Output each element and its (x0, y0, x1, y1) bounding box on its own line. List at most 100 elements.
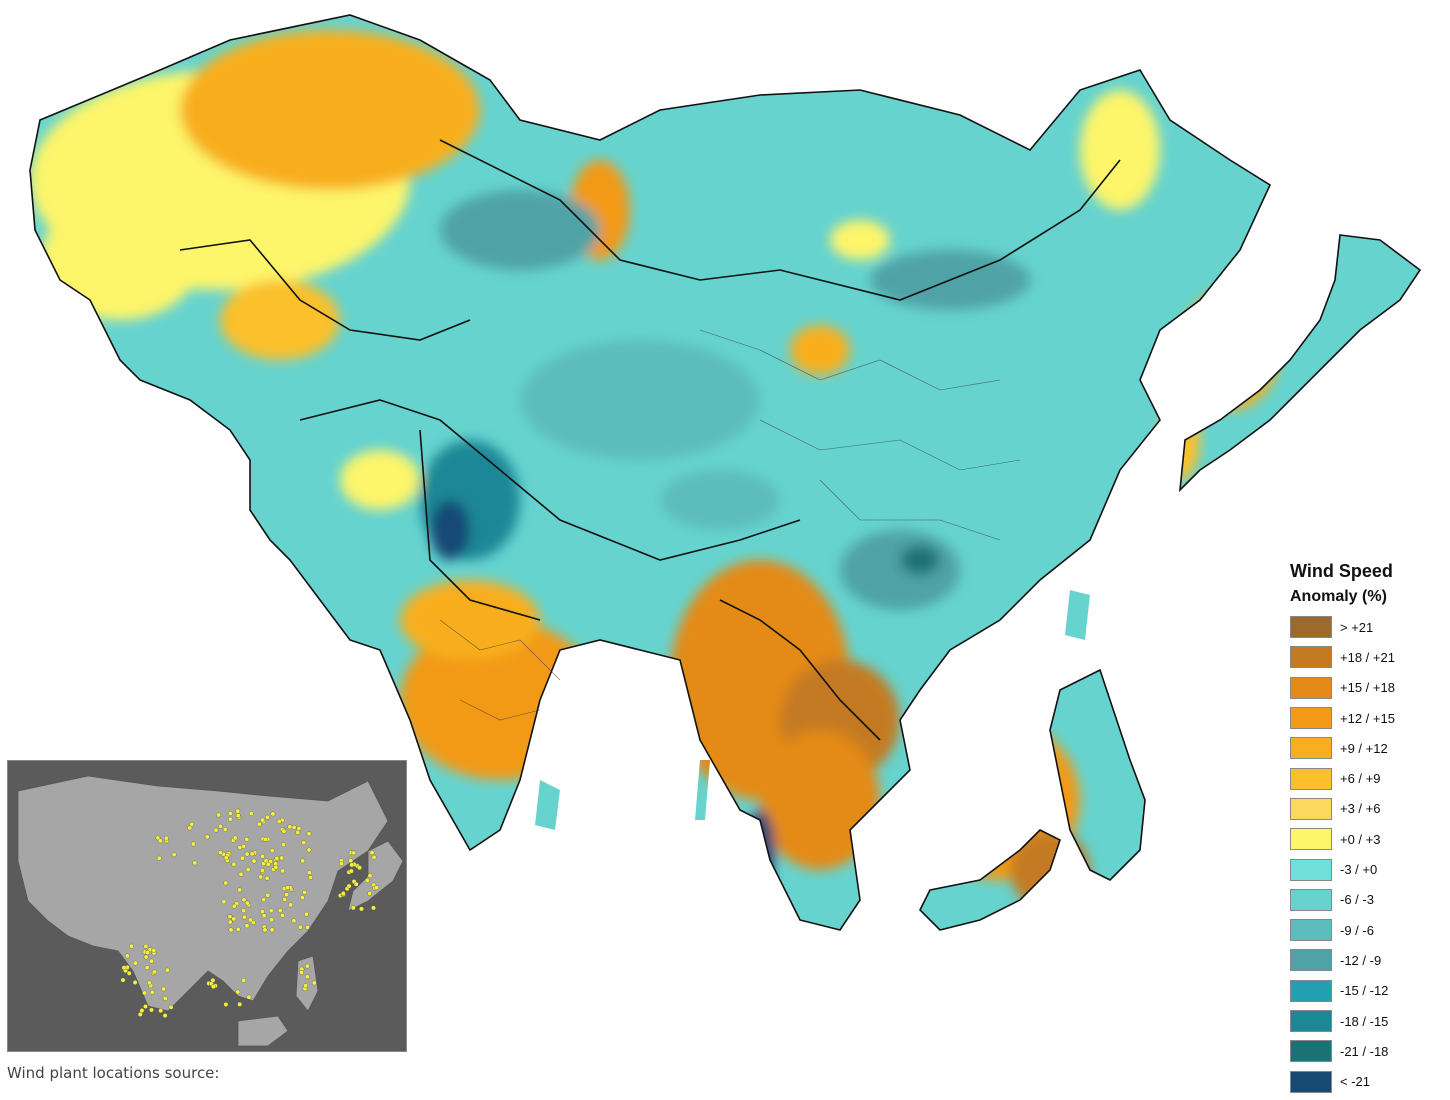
wind-plant-marker (149, 989, 155, 995)
province-borders (439, 329, 1021, 721)
wind-plant-marker (279, 912, 285, 918)
wind-plant-marker (239, 855, 245, 861)
wind-plant-marker (228, 816, 233, 822)
legend-item: +12 / +15 (1290, 703, 1440, 733)
wind-plant-marker (306, 831, 312, 837)
wind-plant-marker (241, 844, 247, 849)
wind-plant-marker (132, 980, 138, 985)
wind-plant-marker (244, 851, 250, 857)
legend-item: -21 / -18 (1290, 1036, 1440, 1066)
wind-plant-marker (303, 911, 309, 917)
legend-item: +6 / +9 (1290, 763, 1440, 793)
wind-plant-marker (125, 953, 130, 959)
wind-plant-marker (251, 858, 257, 864)
wind-plant-marker (237, 887, 243, 893)
wind-plant-marker (364, 878, 370, 883)
wind-plant-marker (235, 926, 241, 932)
wind-plant-marker (223, 855, 229, 861)
wind-plant-marker (235, 813, 241, 818)
wind-plant-marker (245, 867, 251, 873)
wind-plant-marker (261, 913, 267, 919)
legend-label: -18 / -15 (1340, 1013, 1389, 1029)
wind-plant-marker (260, 909, 265, 915)
wind-plant-marker (261, 897, 267, 903)
wind-plant-marker (348, 868, 354, 874)
legend-title: Wind Speed (1290, 561, 1393, 581)
wind-plant-marker (300, 858, 306, 864)
wind-plant-marker (145, 950, 151, 955)
wind-plant-marker (367, 873, 373, 879)
wind-plant-marker (256, 821, 262, 827)
wind-plant-marker (277, 908, 283, 913)
wind-plant-marker (213, 827, 219, 833)
wind-plant-marker (223, 880, 229, 886)
wind-plant-marker (291, 918, 297, 924)
wind-plant-marker (295, 830, 301, 835)
legend-item: -9 / -6 (1290, 915, 1440, 945)
wind-plant-marker (143, 943, 149, 949)
wind-plant-marker (129, 943, 134, 949)
wind-plant-marker (348, 858, 354, 864)
wind-plant-marker (280, 868, 285, 874)
wind-plant-marker (260, 853, 266, 859)
wind-plant-marker (144, 965, 150, 971)
wind-plant-marker (371, 905, 376, 911)
legend-item: +9 / +12 (1290, 733, 1440, 763)
legend-swatch (1290, 737, 1332, 760)
legend-swatch (1290, 1070, 1332, 1093)
wind-plant-marker (126, 970, 132, 976)
legend-label: +0 / +3 (1340, 831, 1381, 847)
wind-plant-marker (171, 852, 177, 858)
wind-plant-marker (149, 1007, 154, 1013)
wind-plant-marker (163, 835, 169, 841)
wind-plant-marker (259, 868, 265, 873)
wind-plant-marker (164, 967, 170, 973)
wind-plant-marker (346, 883, 352, 889)
legend-swatch (1290, 888, 1332, 911)
wind-plant-marker (291, 825, 297, 830)
country-borders (29, 14, 1422, 931)
legend-swatch (1290, 858, 1332, 881)
legend-item: < -21 (1290, 1066, 1440, 1096)
wind-plant-marker (299, 970, 304, 975)
wind-plant-marker (269, 848, 275, 854)
wind-plant-marker (228, 927, 234, 933)
legend-subtitle: Anomaly (%) (1290, 588, 1387, 605)
legend-item: -12 / -9 (1290, 945, 1440, 975)
wind-plant-marker (235, 808, 241, 814)
legend-item: -18 / -15 (1290, 1006, 1440, 1036)
wind-plant-marker (248, 917, 253, 923)
wind-plant-marker (137, 1011, 143, 1017)
wind-plant-marker (269, 917, 274, 923)
wind-plant-marker (227, 919, 233, 925)
wind-plant-marker (262, 927, 268, 933)
wind-plant-marker (246, 994, 252, 1000)
wind-plant-marker (281, 828, 287, 834)
wind-plant-marker (222, 827, 228, 832)
wind-plant-marker (120, 977, 126, 983)
wind-plant-marker (204, 834, 210, 840)
legend-label: +3 / +6 (1340, 801, 1381, 817)
wind-plant-marker (227, 811, 233, 816)
wind-plant-marker (305, 924, 310, 930)
wind-plant-marker (279, 855, 285, 861)
wind-plant-marker (304, 974, 310, 980)
legend-label: -21 / -18 (1340, 1043, 1389, 1059)
wind-plant-marker (274, 856, 280, 861)
wind-plant-marker (244, 923, 250, 929)
wind-plant-marker (285, 885, 290, 891)
wind-plant-marker (299, 895, 305, 901)
wind-plant-marker (217, 850, 223, 856)
wind-plant-marker (248, 811, 254, 816)
wind-plant-marker (237, 1001, 243, 1007)
wind-plant-marker (250, 920, 256, 926)
legend-label: +9 / +12 (1340, 740, 1388, 756)
legend-swatch (1290, 1010, 1332, 1032)
wind-plant-marker (143, 954, 149, 960)
wind-plant-marker (218, 823, 223, 829)
wind-plant-marker (311, 980, 317, 986)
wind-plant-marker (287, 824, 293, 830)
wind-plant-marker (146, 980, 152, 986)
wind-plant-marker (268, 908, 274, 914)
legend-label: +12 / +15 (1340, 710, 1395, 726)
